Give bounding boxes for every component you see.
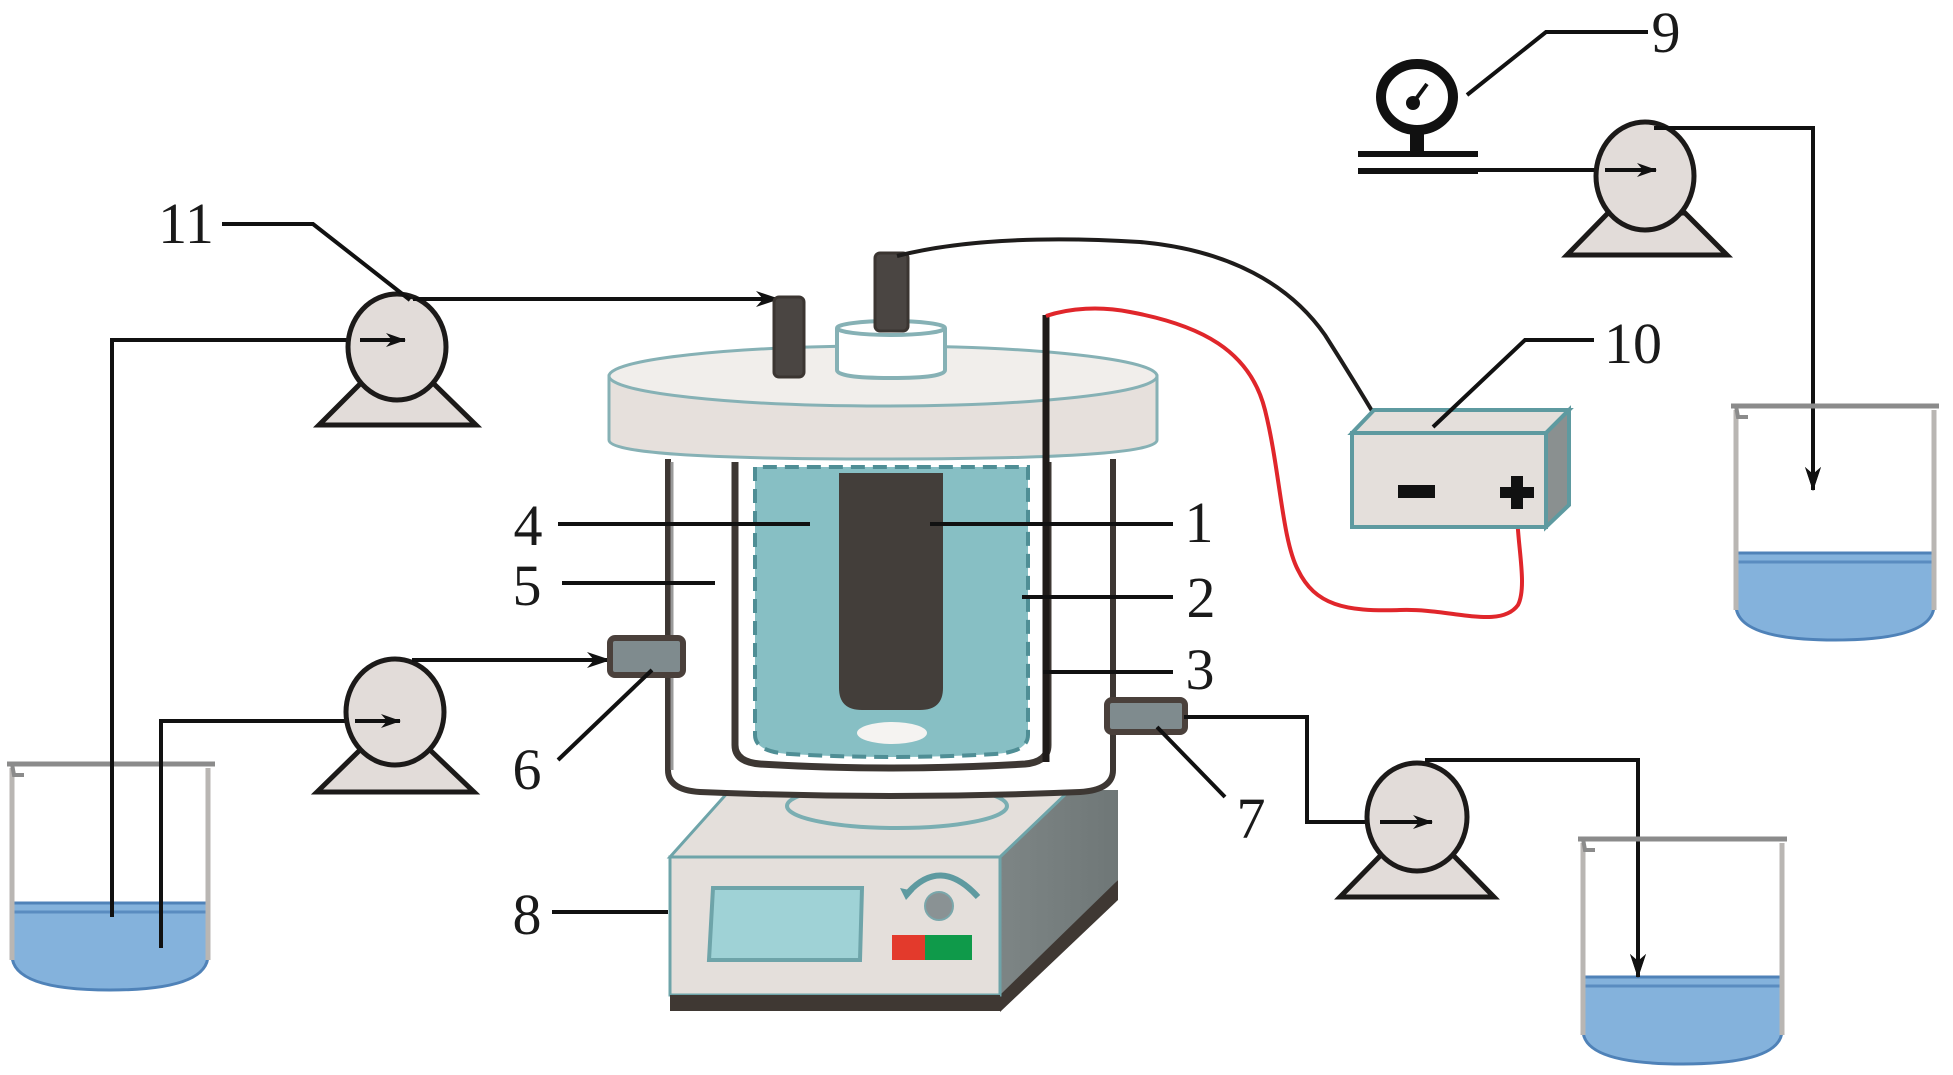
gauge-stem — [1410, 132, 1424, 154]
central-electrode-rod — [839, 473, 943, 710]
stirrer-knob-arrow-icon — [900, 888, 914, 900]
absorber-beaker-liquid — [1734, 551, 1936, 642]
label-11-pump: 11 — [158, 191, 214, 256]
power-supply-top — [1347, 408, 1574, 435]
peristaltic-pump-11 — [312, 291, 483, 428]
stirrer-knob-arc-icon — [903, 872, 981, 900]
reference-electrode — [873, 251, 910, 333]
label-10-power-supply: 10 — [1604, 311, 1662, 376]
leader-9 — [1465, 30, 1648, 97]
label-8-stirrer: 8 — [513, 882, 542, 947]
stirrer-start-button[interactable] — [925, 935, 972, 960]
label-2-membrane: 2 — [1187, 565, 1216, 630]
label-5-jacket: 5 — [513, 553, 542, 618]
reactor-inlet-tube — [772, 295, 806, 379]
pipe-feed-to-jacket-pump — [159, 714, 401, 948]
feed-beaker-spout — [10, 763, 24, 777]
stirrer-side-face — [1000, 790, 1118, 1010]
leader-11 — [222, 222, 412, 302]
pump-rotor — [345, 291, 449, 403]
absorber-beaker-spout — [1734, 405, 1748, 419]
label-4-electrolyte: 4 — [514, 493, 543, 558]
pressure-gauge — [1358, 59, 1478, 174]
label-3-cathode: 3 — [1186, 637, 1215, 702]
absorber-beaker — [1731, 403, 1939, 642]
magnetic-stirrer — [666, 782, 1118, 1012]
label-1-anode: 1 — [1185, 490, 1214, 555]
gas-line-plate — [1358, 168, 1478, 174]
stirrer-bottom-band — [670, 995, 1000, 1011]
leader-10 — [1431, 338, 1594, 429]
gauge-needle — [1411, 82, 1429, 105]
stirrer-speed-knob[interactable] — [924, 891, 954, 921]
effluent-beaker-liquid — [1581, 975, 1784, 1066]
power-supply-side — [1544, 405, 1571, 532]
stir-bar — [857, 722, 927, 744]
pump-rotor — [343, 656, 447, 768]
pipe-pump-to-effluent-beaker — [1425, 758, 1646, 978]
negative-terminal — [1398, 485, 1435, 498]
positive-wire — [1045, 306, 1524, 619]
peristaltic-pump-gas — [1561, 119, 1734, 258]
stirrer-side-shadow — [1000, 880, 1118, 1012]
gauge-plate — [1358, 151, 1478, 157]
electrochemical-reactor — [607, 251, 1188, 799]
pump-rotor — [1593, 119, 1697, 233]
stirrer-top-face — [666, 788, 1074, 859]
dc-power-supply — [1347, 405, 1574, 532]
negative-wire — [896, 237, 1420, 491]
effluent-beaker — [1578, 836, 1787, 1066]
pipe-feed-to-pump-11 — [110, 333, 406, 917]
positive-terminal-v — [1511, 476, 1523, 509]
peristaltic-pump-outlet — [1334, 760, 1500, 900]
peristaltic-pump-jacket-inlet — [310, 656, 481, 795]
pipe-pump-to-absorber-beaker — [1654, 126, 1821, 491]
leader-6 — [556, 668, 654, 762]
jacket-outlet-port-7 — [1104, 697, 1188, 735]
label-7-outlet-port: 7 — [1237, 786, 1266, 851]
stirrer-display-screen — [706, 886, 865, 962]
pump-rotor — [1364, 760, 1470, 874]
pump-base — [1561, 210, 1734, 258]
leader-7 — [1155, 725, 1227, 799]
label-9-gauge: 9 — [1652, 0, 1681, 65]
label-6-inlet-port: 6 — [513, 737, 542, 802]
jacket-inlet-port-6 — [607, 635, 686, 678]
electrode-holder-cap — [835, 328, 947, 381]
effluent-beaker-spout — [1581, 838, 1595, 852]
stirrer-stop-button[interactable] — [892, 935, 925, 960]
